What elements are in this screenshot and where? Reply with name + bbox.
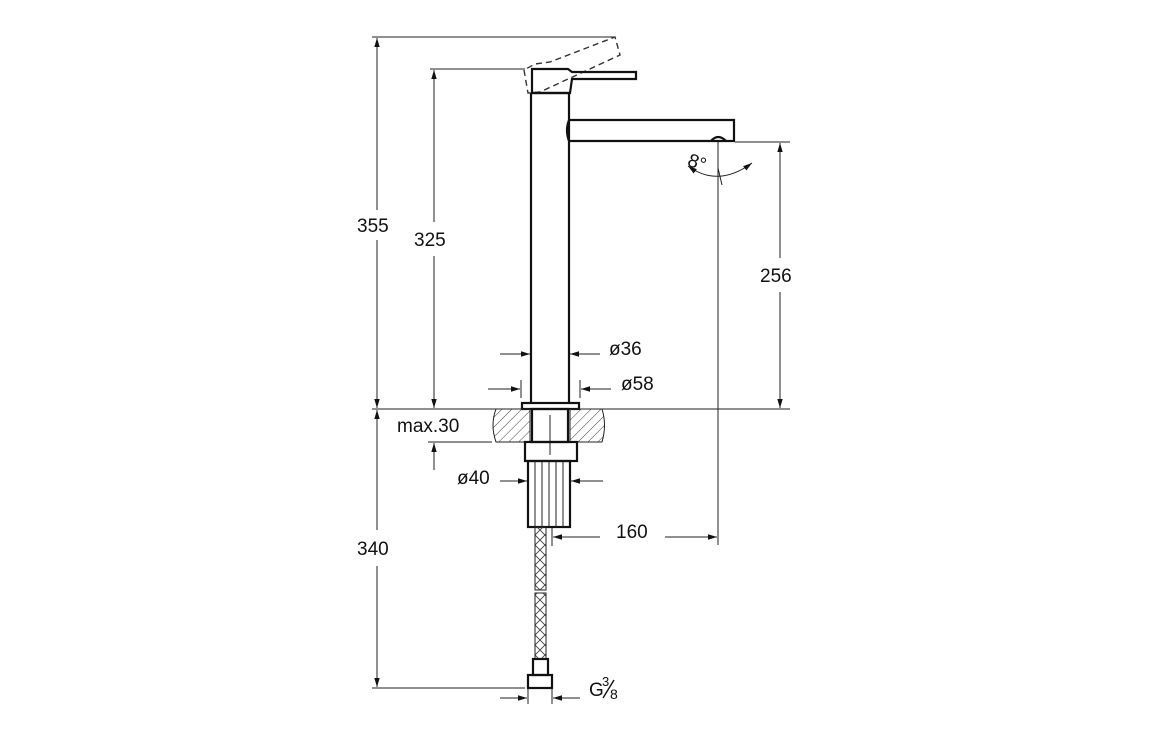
dim-base-diameter: ø58 [621, 374, 654, 395]
dim-max-countertop: max.30 [397, 416, 459, 437]
fixing-shank [523, 440, 579, 529]
dim-connection-thread: G 3 8 [589, 674, 618, 702]
dim-spout-reach: 160 [616, 522, 648, 543]
thread-denominator: 8 [610, 686, 618, 702]
thread-numerator: 3 [602, 674, 609, 689]
dim-spout-body-height: 325 [414, 230, 446, 251]
flexible-hose [526, 526, 554, 690]
dim-body-diameter: ø36 [609, 339, 642, 360]
thread-g: G [589, 680, 604, 701]
dim-hose-length: 340 [357, 539, 389, 560]
dim-shank-diameter: ø40 [457, 468, 490, 489]
dim-outlet-height: 256 [760, 266, 792, 287]
dim-total-height: 355 [357, 216, 389, 237]
dim-spout-angle: 8° [685, 150, 709, 176]
countertop-section [492, 407, 605, 455]
reference-lines [372, 36, 790, 689]
tap-body [520, 36, 753, 411]
dimension-lines [374, 38, 783, 704]
